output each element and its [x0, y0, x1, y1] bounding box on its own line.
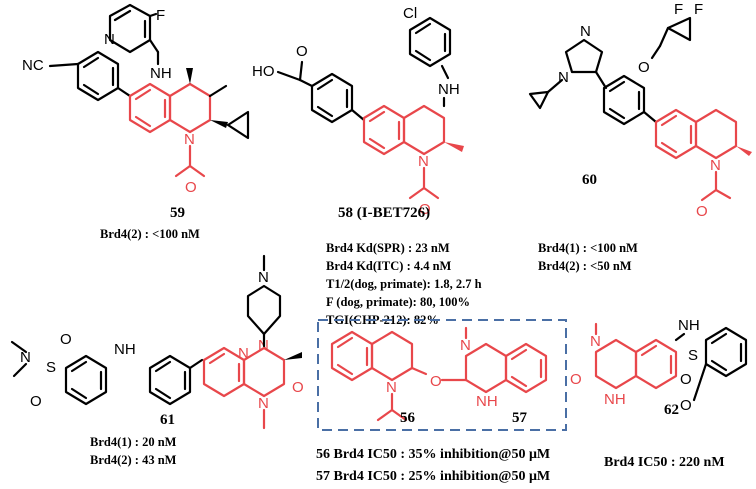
atom-O: O — [60, 331, 72, 348]
atom-F: F — [694, 1, 703, 18]
atom-F: F — [674, 1, 683, 18]
compound-label-57: 57 — [512, 410, 528, 426]
activity-58-3: T1/2(dog, primate): 1.8, 2.7 h — [326, 277, 482, 291]
activity-61-2: Brd4(2) : 43 nM — [90, 453, 177, 467]
atom-N: N — [558, 69, 569, 86]
atom-O: O — [680, 371, 692, 388]
atom-NH: NH — [476, 393, 498, 410]
atom-O: O — [696, 203, 708, 220]
compound-58: Cl NH HO O N O 58 (I-BET726) Brd4 Kd(SPR… — [252, 5, 482, 327]
atom-N: N — [238, 345, 249, 362]
atom-Cl: Cl — [403, 5, 417, 22]
atom-NH: NH — [150, 65, 172, 82]
atom-O: O — [185, 179, 197, 196]
atom-N: N — [710, 157, 721, 174]
atom-O: O — [296, 43, 308, 60]
atom-N: N — [20, 349, 31, 366]
activity-62: Brd4 IC50 : 220 nM — [604, 455, 725, 470]
compound-60: F F O N N N O 60 Brd4(1) : <100 nM Brd4(… — [528, 1, 752, 273]
atom-S: S — [688, 347, 698, 364]
atom-O: O — [30, 393, 42, 410]
atom-O: O — [638, 59, 650, 76]
compound-label-59: 59 — [170, 205, 185, 221]
atom-O: O — [680, 397, 692, 414]
compound-label-62: 62 — [664, 402, 679, 418]
compound-59: N F NH NC N O 59 Brd4(2) : <100 nM — [22, 3, 250, 241]
activity-61-1: Brd4(1) : 20 nM — [90, 435, 177, 449]
activity-58-2: Brd4 Kd(ITC) : 4.4 nM — [326, 259, 452, 273]
atom-NH: NH — [678, 317, 700, 334]
highlight-box — [317, 319, 567, 431]
activity-60-1: Brd4(1) : <100 nM — [538, 241, 638, 255]
atom-NH: NH — [604, 391, 626, 408]
atom-N: N — [386, 379, 397, 396]
atom-O: O — [430, 373, 442, 390]
atom-O: O — [419, 201, 431, 218]
atom-F: F — [156, 7, 165, 24]
compound-label-61: 61 — [160, 412, 175, 428]
activity-57: 57 Brd4 IC50 : 25% inhibition@50 μM — [316, 469, 550, 484]
atom-NH: NH — [438, 81, 460, 98]
activity-56: 56 Brd4 IC50 : 35% inhibition@50 μM — [316, 447, 550, 462]
compound-56: N 56 — [330, 330, 428, 426]
atom-N: N — [590, 333, 601, 350]
compound-61: N S O O NH N N N O N 61 Brd4(1) : 20 nM … — [10, 254, 304, 467]
atom-N: N — [418, 153, 429, 170]
atom-N: N — [460, 337, 471, 354]
activity-59: Brd4(2) : <100 nM — [100, 227, 200, 241]
atom-HO: HO — [252, 63, 275, 80]
compound-57: N O NH 57 — [430, 326, 548, 426]
atom-N: N — [580, 23, 591, 40]
compound-62: N O NH NH S O O 62 Brd4 IC50 : 220 nM — [570, 317, 748, 470]
atom-N: N — [184, 131, 195, 148]
atom-NH: NH — [114, 341, 136, 358]
compound-label-56: 56 — [400, 410, 416, 426]
compound-label-60: 60 — [582, 172, 597, 188]
atom-O: O — [292, 379, 304, 396]
atom-N: N — [258, 395, 269, 412]
compound-label-58: 58 (I-BET726) — [338, 205, 430, 221]
activity-58-4: F (dog, primate): 80, 100% — [326, 295, 470, 309]
activity-60-2: Brd4(2) : <50 nM — [538, 259, 632, 273]
activity-58-1: Brd4 Kd(SPR) : 23 nM — [326, 241, 450, 255]
atom-S: S — [46, 359, 56, 376]
atom-N: N — [104, 31, 115, 48]
atom-N: N — [258, 269, 269, 286]
atom-O: O — [570, 371, 582, 388]
atom-NC: NC — [22, 57, 44, 74]
